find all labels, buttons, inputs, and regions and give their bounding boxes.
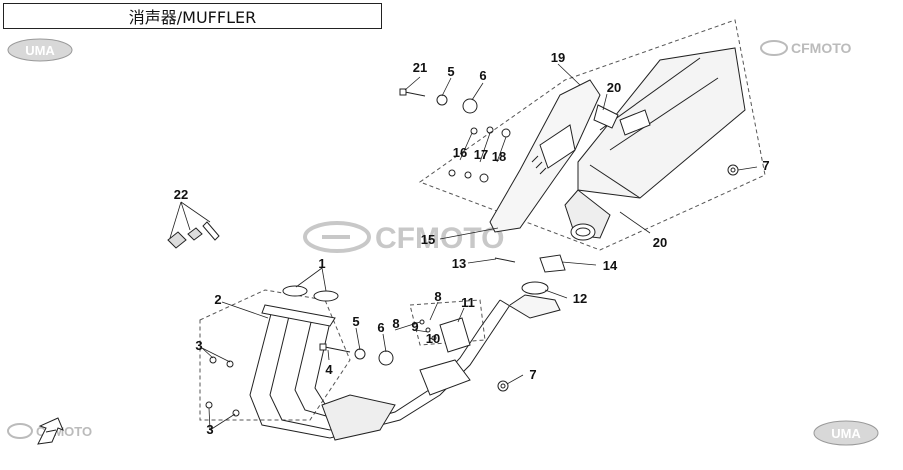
callout-6-center: 6	[377, 320, 384, 335]
bolt-21	[399, 88, 426, 97]
callout-8-upper: 8	[434, 289, 441, 304]
callout-5-top: 5	[447, 64, 454, 79]
callout-21: 21	[413, 60, 427, 75]
callout-18: 18	[492, 149, 506, 164]
cfmoto-watermark-text: CFMOTO	[375, 222, 504, 255]
callout-16: 16	[453, 145, 467, 160]
callout-14: 14	[603, 258, 618, 273]
gaskets-1	[282, 285, 339, 302]
callout-13: 13	[452, 256, 466, 271]
grouping-outlines	[199, 19, 766, 421]
leader-lines	[169, 63, 758, 431]
grommet-6-top	[462, 98, 478, 114]
muffler-body	[564, 47, 746, 241]
callout-9: 9	[411, 319, 418, 334]
callout-8-lower: 8	[392, 316, 399, 331]
callout-6-top: 6	[479, 68, 486, 83]
washer-5-top	[436, 94, 448, 106]
callout-1: 1	[318, 256, 325, 271]
clamp-14	[539, 254, 566, 273]
callout-20-bottom: 20	[653, 235, 667, 250]
cfmoto-logo-top: CFMOTO	[760, 40, 852, 56]
callout-2: 2	[214, 292, 221, 307]
callout-20-top: 20	[607, 80, 621, 95]
hardware-16-17-18	[448, 126, 511, 183]
callout-7-bottom: 7	[529, 367, 536, 382]
clamp-12	[521, 281, 549, 295]
oxygen-sensors-22	[167, 221, 220, 249]
callout-11: 11	[461, 295, 475, 310]
uma-logo-text: UMA	[25, 43, 55, 58]
callout-3-upper: 3	[195, 338, 202, 353]
callout-10: 10	[426, 331, 440, 346]
forward-arrow-icon	[37, 417, 64, 445]
callout-12: 12	[573, 291, 587, 306]
callout-22: 22	[174, 187, 188, 202]
mid-pipe	[419, 254, 566, 396]
header-pipes-2	[249, 299, 511, 441]
center-fasteners	[205, 257, 516, 417]
callout-3-lower: 3	[206, 422, 213, 437]
heat-shield-bracket	[489, 79, 601, 233]
callout-4: 4	[325, 362, 333, 377]
uma-logo-bottom-text: UMA	[831, 426, 861, 441]
diagram-title: 消声器/MUFFLER	[3, 3, 382, 29]
callout-7-top: 7	[762, 158, 769, 173]
pipe-bracket	[419, 359, 471, 396]
callout-numbers: 21 5 6 19 20 7 16 17 18 15 20 22 1 2 3 3…	[174, 50, 770, 437]
nut-7-top	[727, 164, 739, 176]
uma-logo-top: UMA	[7, 38, 73, 62]
callout-19: 19	[551, 50, 565, 65]
cfmoto-logo-text: CFMOTO	[791, 40, 852, 56]
callout-5-center: 5	[352, 314, 359, 329]
cfmoto-watermark: CFMOTO	[303, 221, 504, 255]
callout-17: 17	[474, 147, 488, 162]
nut-7-bottom	[497, 380, 509, 392]
callout-15: 15	[421, 232, 435, 247]
uma-logo-bottom: UMA	[813, 420, 879, 446]
